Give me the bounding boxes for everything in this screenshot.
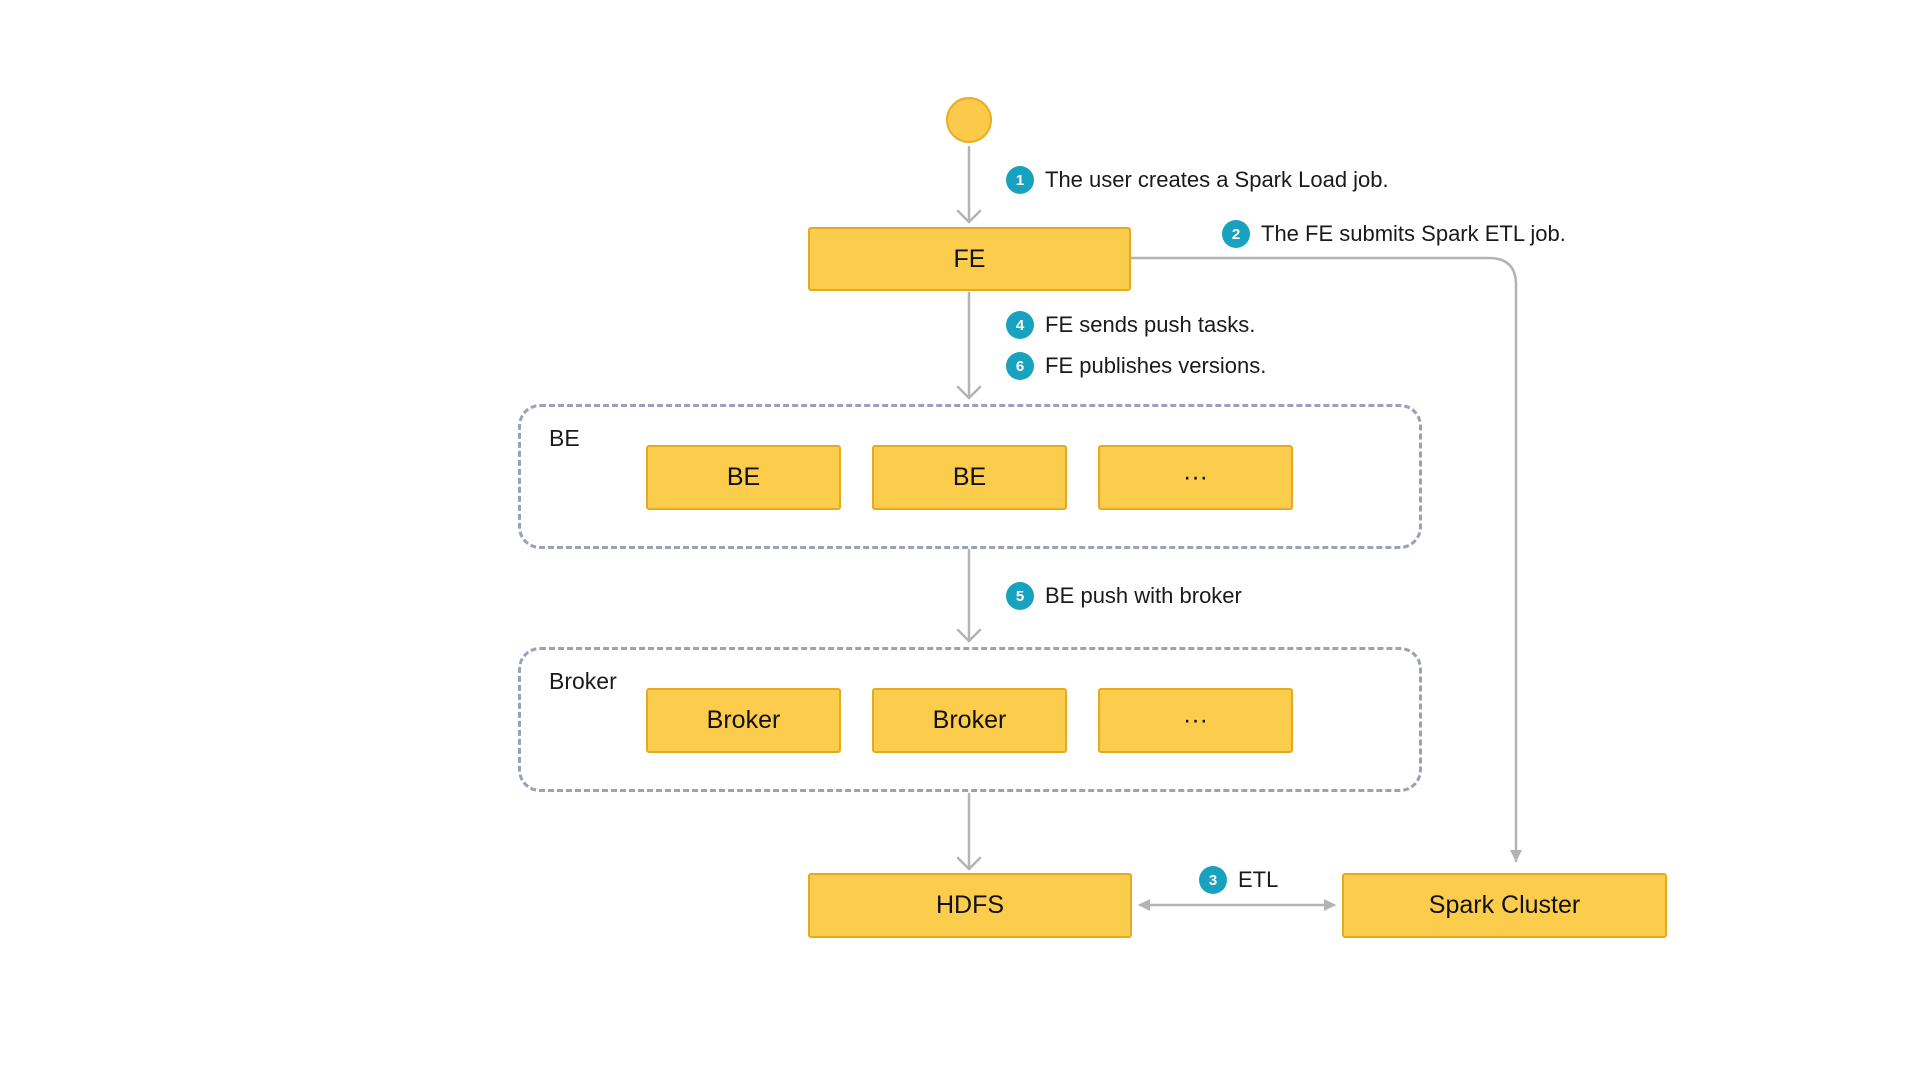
start-node	[946, 97, 992, 143]
step-1-text: The user creates a Spark Load job.	[1045, 167, 1389, 192]
step-1-badge: 1	[1006, 166, 1034, 194]
arrowhead-hdfs	[956, 856, 982, 871]
broker-node-2-label: Broker	[932, 706, 1007, 734]
broker-node-1: Broker	[646, 688, 841, 753]
step-4: 4 FE sends push tasks.	[1006, 311, 1255, 339]
be-node-more: ···	[1098, 445, 1293, 510]
fe-node-label: FE	[953, 244, 986, 273]
broker-node-more: ···	[1098, 688, 1293, 753]
step-5-badge: 5	[1006, 582, 1034, 610]
arrowhead-broker	[956, 628, 982, 643]
be-node-more-label: ···	[1183, 463, 1208, 491]
arrowhead-etl-right	[1324, 899, 1336, 911]
broker-group: Broker	[518, 647, 1422, 792]
step-4-badge: 4	[1006, 311, 1034, 339]
hdfs-node: HDFS	[808, 873, 1132, 938]
step-1: 1 The user creates a Spark Load job.	[1006, 166, 1389, 194]
step-6-badge: 6	[1006, 352, 1034, 380]
be-node-1-label: BE	[726, 463, 761, 491]
be-node-2: BE	[872, 445, 1067, 510]
step-3: 3 ETL	[1199, 866, 1278, 894]
step-3-text: ETL	[1238, 867, 1279, 892]
edge-fe-to-spark	[1129, 256, 1518, 863]
spark-cluster-node: Spark Cluster	[1342, 873, 1667, 938]
step-2-text: The FE submits Spark ETL job.	[1261, 221, 1566, 246]
be-node-1: BE	[646, 445, 841, 510]
arrowhead-fe	[956, 209, 982, 224]
be-group-label: BE	[549, 425, 580, 451]
broker-node-2: Broker	[872, 688, 1067, 753]
step-2: 2 The FE submits Spark ETL job.	[1222, 220, 1566, 248]
arrowhead-be	[956, 385, 982, 400]
step-5: 5 BE push with broker	[1006, 582, 1242, 610]
step-2-badge: 2	[1222, 220, 1250, 248]
be-group: BE	[518, 404, 1422, 549]
step-6-text: FE publishes versions.	[1045, 353, 1267, 378]
broker-node-more-label: ···	[1183, 706, 1208, 734]
spark-cluster-node-label: Spark Cluster	[1428, 891, 1581, 919]
fe-node: FE	[808, 227, 1131, 291]
hdfs-node-label: HDFS	[935, 891, 1005, 919]
step-5-text: BE push with broker	[1045, 583, 1242, 608]
step-3-badge: 3	[1199, 866, 1227, 894]
arrowhead-spark	[1510, 850, 1522, 862]
broker-group-label: Broker	[549, 668, 617, 694]
broker-node-1-label: Broker	[706, 706, 781, 734]
step-6: 6 FE publishes versions.	[1006, 352, 1266, 380]
be-node-2-label: BE	[952, 463, 987, 491]
arrowhead-etl-left	[1138, 899, 1150, 911]
step-4-text: FE sends push tasks.	[1045, 312, 1256, 337]
